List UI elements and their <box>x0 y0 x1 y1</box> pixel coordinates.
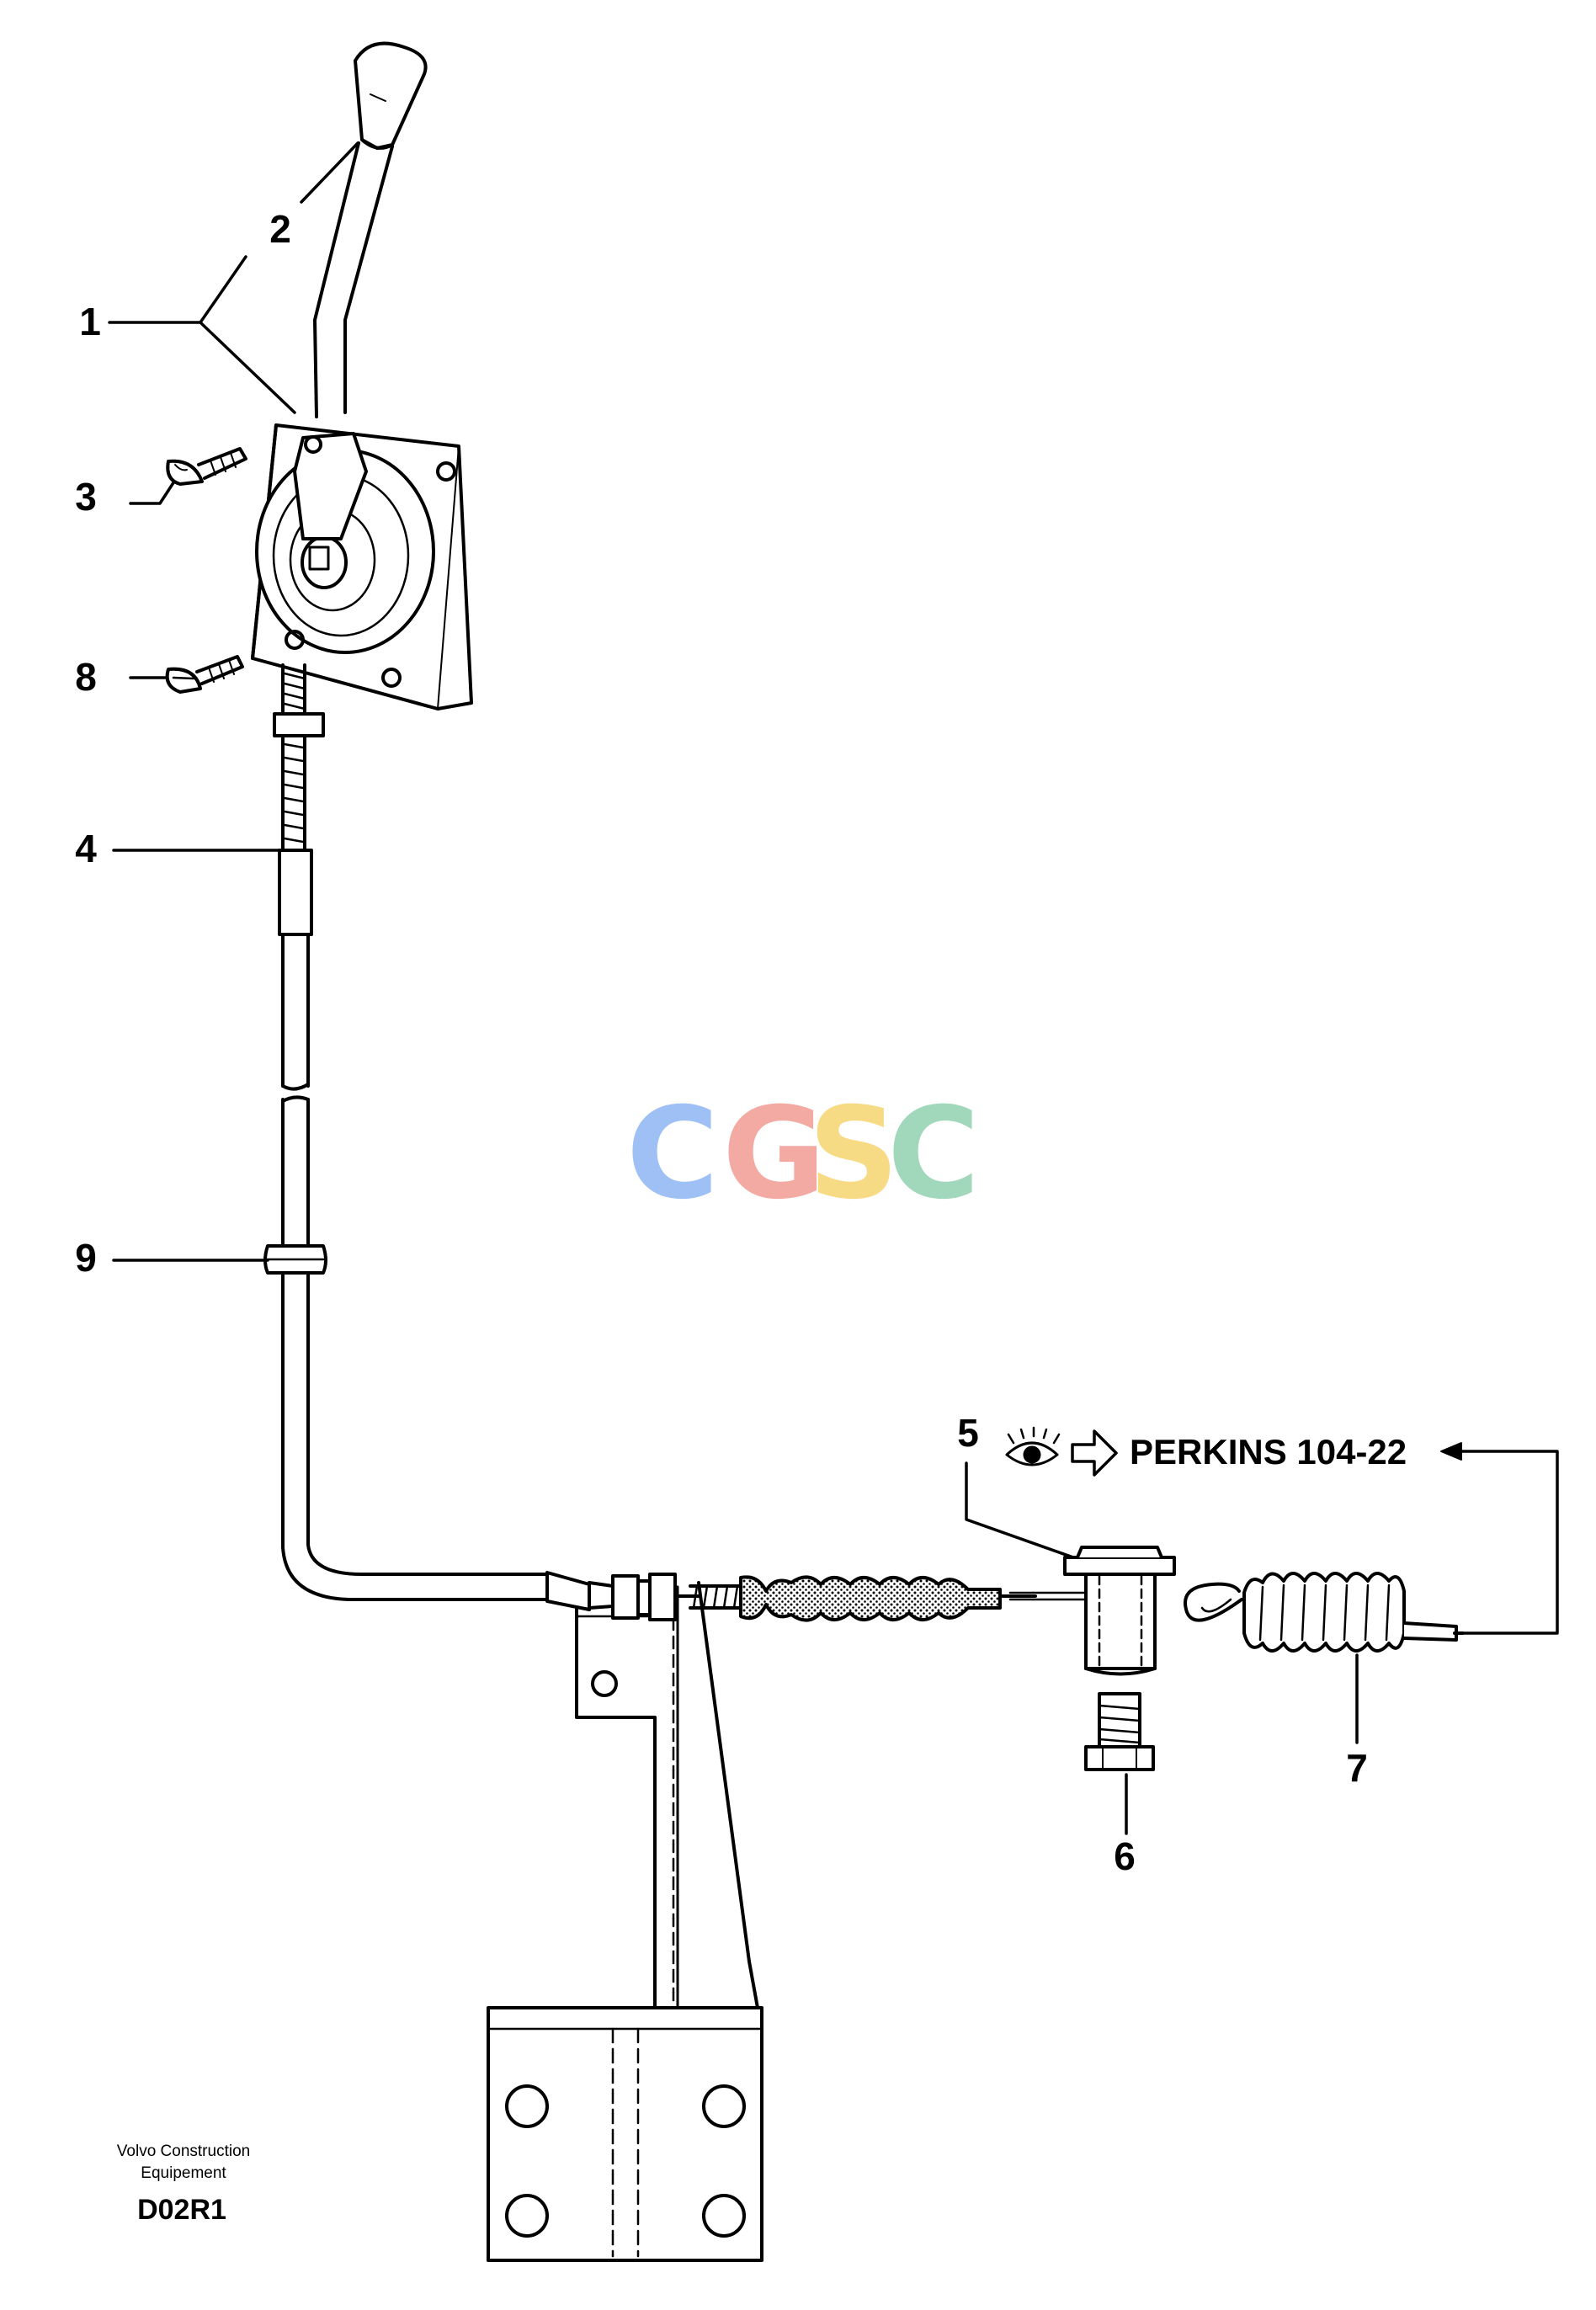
screw-part-8 <box>165 655 244 694</box>
callout-4: 4 <box>75 827 97 870</box>
callout-8: 8 <box>75 655 97 699</box>
cable-end-assembly <box>545 1571 1088 1622</box>
screw-part-3 <box>166 447 247 486</box>
clamp-part-5 <box>1063 1546 1176 1676</box>
lever-handle <box>313 41 428 418</box>
watermark-letter: G <box>722 1081 827 1227</box>
leader-lines <box>108 141 1559 1835</box>
callout-5: 5 <box>957 1411 979 1455</box>
bolt-part-6 <box>1084 1692 1155 1771</box>
callout-6: 6 <box>1114 1834 1136 1878</box>
watermark-letter: C <box>626 1081 720 1227</box>
callout-2: 2 <box>269 207 291 251</box>
reference-text: PERKINS 104-22 <box>1130 1432 1407 1472</box>
callout-9: 9 <box>75 1236 97 1280</box>
eye-icon <box>1005 1426 1061 1466</box>
control-cable <box>263 663 549 1601</box>
brand-line-1: Volvo Construction <box>116 2142 251 2160</box>
spring-part-7 <box>1184 1572 1465 1653</box>
hollow-arrow-right-icon <box>1071 1429 1118 1477</box>
arrowhead <box>1440 1442 1462 1461</box>
callout-3: 3 <box>75 475 97 519</box>
lever-housing <box>251 423 473 711</box>
callout-1: 1 <box>79 300 101 343</box>
watermark-letter: S <box>808 1081 900 1227</box>
callout-7: 7 <box>1346 1746 1368 1790</box>
mounting-bracket <box>487 1581 763 2262</box>
brand-line-2: Equipement <box>141 2164 226 2182</box>
drawing-code: D02R1 <box>137 2194 226 2226</box>
watermark-letter: C <box>887 1081 981 1227</box>
